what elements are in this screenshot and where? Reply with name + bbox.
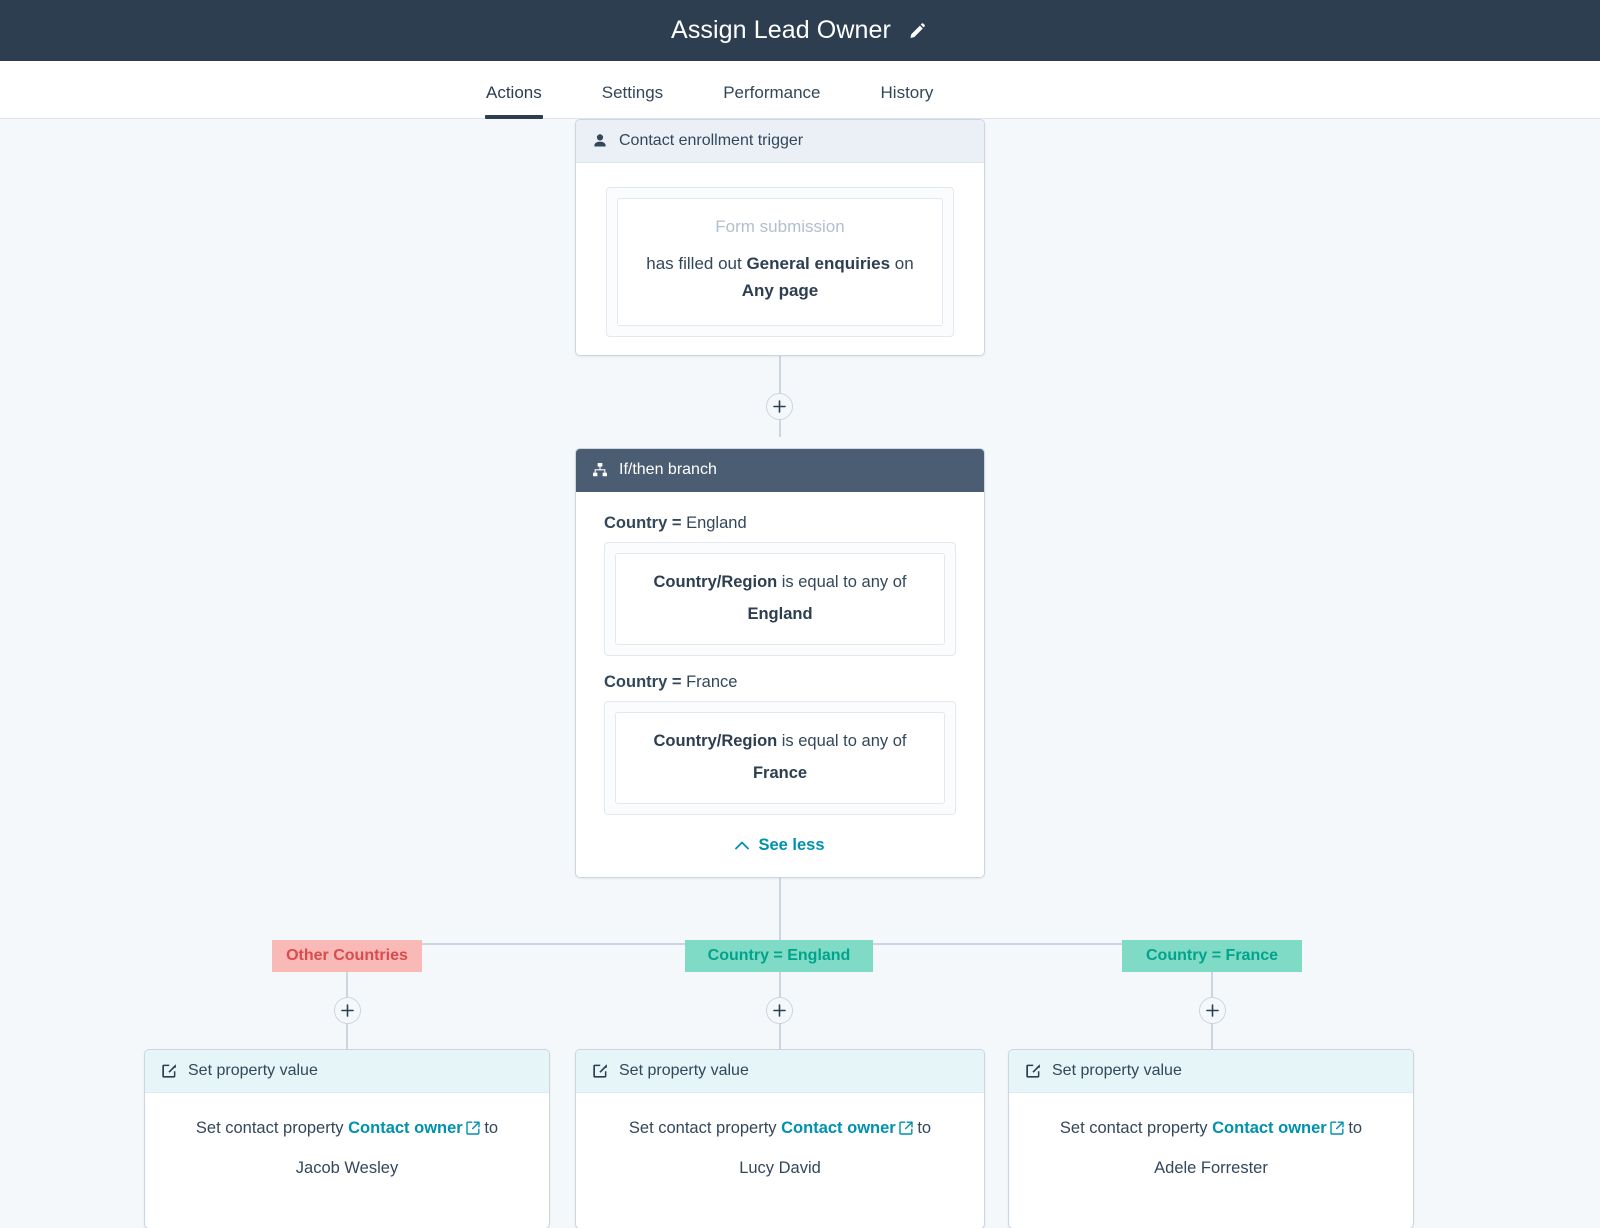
trigger-criteria-box[interactable]: Form submission has filled out General e…: [617, 198, 943, 326]
enrollment-trigger-title: Contact enrollment trigger: [619, 132, 804, 149]
edit-square-icon: [592, 1063, 608, 1079]
workflow-canvas[interactable]: Contact enrollment trigger Form submissi…: [0, 119, 1600, 1228]
set-property-suffix-france: to: [1343, 1119, 1363, 1137]
set-property-value-card-england[interactable]: Set property value Set contact property …: [575, 1049, 985, 1228]
ifthen-branch-card[interactable]: If/then branch Country = England Country…: [575, 448, 985, 878]
tab-actions[interactable]: Actions: [485, 83, 543, 119]
branch-row-key-1: Country =: [604, 514, 682, 532]
enrollment-trigger-card[interactable]: Contact enrollment trigger Form submissi…: [575, 119, 985, 356]
branch-filter-value-2: France: [752, 763, 808, 782]
trigger-criteria-outer: Form submission has filled out General e…: [606, 187, 954, 337]
ifthen-branch-title: If/then branch: [619, 461, 717, 478]
branch-filter-outer-1: Country/Region is equal to any of Englan…: [604, 542, 956, 656]
branch-pill-england[interactable]: Country = England: [685, 940, 873, 972]
set-property-value-card-france[interactable]: Set property value Set contact property …: [1008, 1049, 1414, 1228]
set-property-title-france: Set property value: [1052, 1062, 1182, 1079]
tab-performance[interactable]: Performance: [723, 83, 821, 102]
external-link-icon[interactable]: [899, 1121, 913, 1135]
trigger-form-name: General enquiries: [746, 254, 891, 273]
app-header: Assign Lead Owner: [0, 0, 1600, 61]
set-property-prefix-other: Set contact property: [195, 1119, 349, 1137]
add-step-button-other[interactable]: [334, 997, 361, 1024]
contact-icon: [592, 133, 608, 149]
enrollment-trigger-body: Form submission has filled out General e…: [576, 163, 984, 361]
external-link-icon[interactable]: [466, 1121, 480, 1135]
contact-owner-link-france[interactable]: Contact owner: [1212, 1119, 1327, 1137]
contact-owner-link-england[interactable]: Contact owner: [781, 1119, 896, 1137]
set-property-header-france: Set property value: [1009, 1050, 1413, 1093]
ifthen-branch-body: Country = England Country/Region is equa…: [576, 492, 984, 871]
set-property-suffix-england: to: [912, 1119, 932, 1137]
branch-filter-property-2: Country/Region: [653, 731, 778, 750]
see-less-button[interactable]: See less: [604, 832, 956, 855]
branch-filter-1[interactable]: Country/Region is equal to any of Englan…: [615, 553, 945, 645]
branch-row-value-1: England: [686, 514, 747, 532]
set-property-prefix-france: Set contact property: [1059, 1119, 1213, 1137]
branch-pill-france[interactable]: Country = France: [1122, 940, 1302, 972]
set-property-header-other: Set property value: [145, 1050, 549, 1093]
branch-filter-operator-2: is equal to any of: [781, 731, 907, 750]
set-property-prefix-england: Set contact property: [628, 1119, 782, 1137]
trigger-criteria-type: Form submission: [715, 217, 845, 236]
see-less-label: See less: [758, 835, 825, 854]
set-property-body-england: Set contact property Contact owner to Lu…: [576, 1093, 984, 1208]
set-property-header-england: Set property value: [576, 1050, 984, 1093]
contact-owner-link-other[interactable]: Contact owner: [348, 1119, 463, 1137]
set-property-value-england: Lucy David: [739, 1159, 821, 1178]
page-title: Assign Lead Owner: [671, 16, 891, 44]
branch-filter-property-1: Country/Region: [653, 573, 778, 591]
set-property-title-other: Set property value: [188, 1062, 318, 1079]
set-property-value-other: Jacob Wesley: [295, 1159, 399, 1178]
trigger-mid: on: [890, 254, 914, 273]
branch-pill-other-countries[interactable]: Other Countries: [272, 940, 422, 972]
trigger-prefix: has filled out: [646, 254, 747, 273]
set-property-body-other: Set contact property Contact owner to Ja…: [145, 1093, 549, 1208]
branch-filter-value-1: England: [747, 604, 813, 623]
enrollment-trigger-header: Contact enrollment trigger: [576, 120, 984, 163]
connector-branch-stem: [779, 878, 781, 945]
branch-row-label-1: Country = England: [604, 514, 956, 533]
branch-row-value-2: France: [686, 672, 738, 691]
edit-square-icon: [161, 1063, 177, 1079]
set-property-suffix-other: to: [479, 1119, 499, 1137]
branch-filter-2[interactable]: Country/Region is equal to any of France: [615, 711, 945, 804]
chevron-up-icon: [735, 841, 750, 850]
set-property-body-france: Set contact property Contact owner to Ad…: [1009, 1093, 1413, 1208]
add-step-button-england[interactable]: [766, 997, 793, 1024]
trigger-criteria-text: has filled out General enquiries on Any …: [638, 251, 922, 305]
branch-filter-outer-2: Country/Region is equal to any of France: [604, 700, 956, 815]
add-step-button-1[interactable]: [766, 393, 793, 420]
tab-bar: Actions Settings Performance History: [0, 61, 1600, 119]
tab-history[interactable]: History: [880, 83, 934, 102]
add-step-button-france[interactable]: [1199, 997, 1226, 1024]
branch-row-key-2: Country =: [604, 672, 682, 691]
branch-filter-operator-1: is equal to any of: [781, 573, 907, 591]
trigger-page-name: Any page: [741, 280, 819, 300]
branch-row-label-2: Country = France: [604, 673, 956, 692]
edit-square-icon: [1025, 1063, 1041, 1079]
set-property-value-france: Adele Forrester: [1154, 1159, 1268, 1178]
tab-settings[interactable]: Settings: [601, 83, 664, 102]
external-link-icon[interactable]: [1330, 1121, 1344, 1135]
ifthen-branch-header: If/then branch: [576, 449, 984, 492]
sitemap-icon: [592, 462, 608, 478]
set-property-value-card-other[interactable]: Set property value Set contact property …: [144, 1049, 550, 1228]
pencil-icon[interactable]: [907, 20, 929, 42]
set-property-title-england: Set property value: [619, 1062, 749, 1079]
